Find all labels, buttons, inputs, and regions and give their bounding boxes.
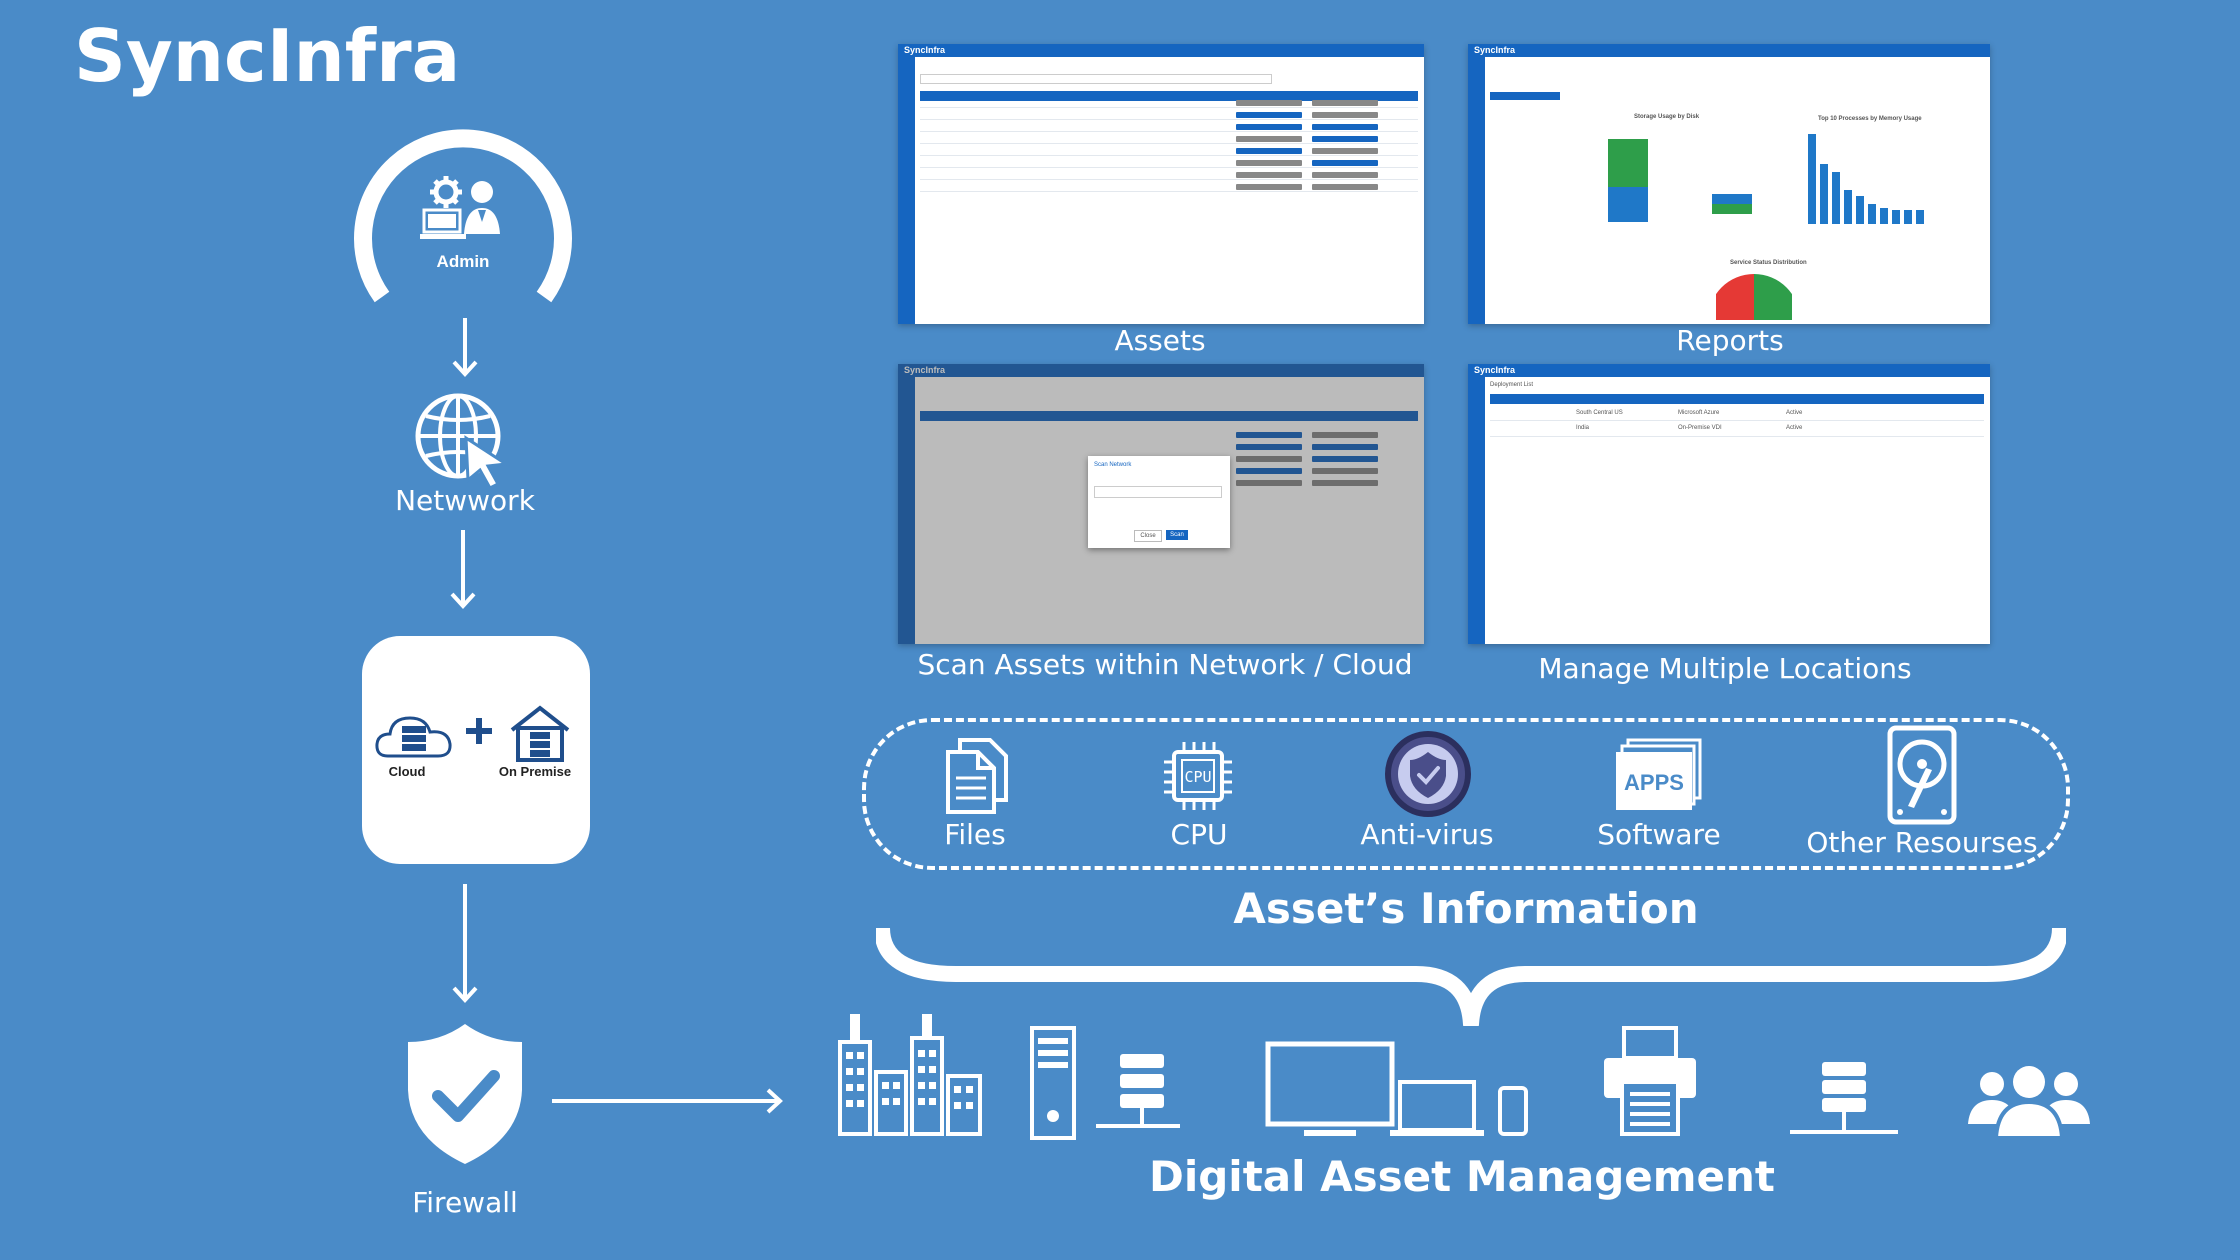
asset-item-other: Other Resourses <box>1806 826 2038 859</box>
assets-caption: Assets <box>1114 324 1206 357</box>
svg-text:APPS: APPS <box>1624 770 1684 795</box>
scan-screenshot: SyncInfra Scan Network Close Scan <box>898 364 1424 644</box>
admin-node <box>352 122 574 312</box>
scan-dialog-title: Scan Network <box>1094 462 1132 468</box>
arrow-down-icon <box>452 884 478 1004</box>
admin-ring-icon <box>354 129 572 303</box>
deployment-list-title: Deployment List <box>1490 382 1534 388</box>
locations-screenshot: SyncInfra Deployment List South Central … <box>1468 364 1990 644</box>
devices-icon <box>1264 1040 1534 1140</box>
admin-label: Admin <box>436 252 490 271</box>
service-chart-title: Service Status Distribution <box>1730 260 1807 266</box>
asset-item-files: Files <box>944 818 1006 851</box>
hard-disk-icon <box>1886 724 1958 826</box>
admin-icon <box>420 172 506 244</box>
scan-dialog: Scan Network Close Scan <box>1088 456 1230 548</box>
globe-cursor-icon <box>414 392 514 488</box>
network-label: Netwwork <box>395 484 535 517</box>
scan-close-button[interactable]: Close <box>1134 530 1162 542</box>
arrow-down-icon <box>452 318 478 378</box>
plus-icon <box>466 718 492 744</box>
printer-icon <box>1602 1024 1698 1136</box>
apps-software-icon: APPS <box>1614 738 1704 814</box>
assets-screenshot: SyncInfra <box>898 44 1424 324</box>
cloud-server-icon <box>374 708 454 764</box>
on-premise-label: On Premise <box>498 764 572 779</box>
cloud-label: Cloud <box>388 764 426 779</box>
reports-caption: Reports <box>1676 324 1784 357</box>
users-group-icon <box>1966 1064 2092 1138</box>
firewall-label: Firewall <box>412 1186 518 1219</box>
brand-title: SyncInfra <box>74 14 461 98</box>
deployment-card <box>362 636 590 864</box>
svg-text:CPU: CPU <box>1184 768 1211 786</box>
firewall-shield-icon <box>404 1020 526 1166</box>
cpu-icon: CPU <box>1162 740 1234 812</box>
files-icon <box>944 738 1008 814</box>
asset-item-software: Software <box>1597 818 1721 851</box>
server-tower-icon <box>1030 1024 1180 1140</box>
dam-title: Digital Asset Management <box>1148 1152 1775 1201</box>
database-network-icon <box>1790 1060 1898 1140</box>
arrow-down-icon <box>450 530 476 610</box>
arrow-right-icon <box>552 1088 784 1114</box>
reports-screenshot: SyncInfra Storage Usage by Disk Top 10 P… <box>1468 44 1990 324</box>
asset-item-antivirus: Anti-virus <box>1360 818 1494 851</box>
scan-submit-button[interactable]: Scan <box>1166 530 1188 540</box>
locations-caption: Manage Multiple Locations <box>1538 652 1912 685</box>
antivirus-icon <box>1380 728 1476 820</box>
asset-info-title: Asset’s Information <box>1233 884 1699 933</box>
asset-item-cpu: CPU <box>1170 818 1228 851</box>
on-premise-icon <box>508 704 572 762</box>
storage-chart-title: Storage Usage by Disk <box>1634 114 1700 120</box>
curly-brace-icon <box>876 926 2066 1026</box>
asset-info-frame <box>862 718 2070 870</box>
scan-caption: Scan Assets within Network / Cloud <box>917 648 1413 681</box>
buildings-icon <box>836 1010 984 1136</box>
processes-chart-title: Top 10 Processes by Memory Usage <box>1818 116 1922 122</box>
